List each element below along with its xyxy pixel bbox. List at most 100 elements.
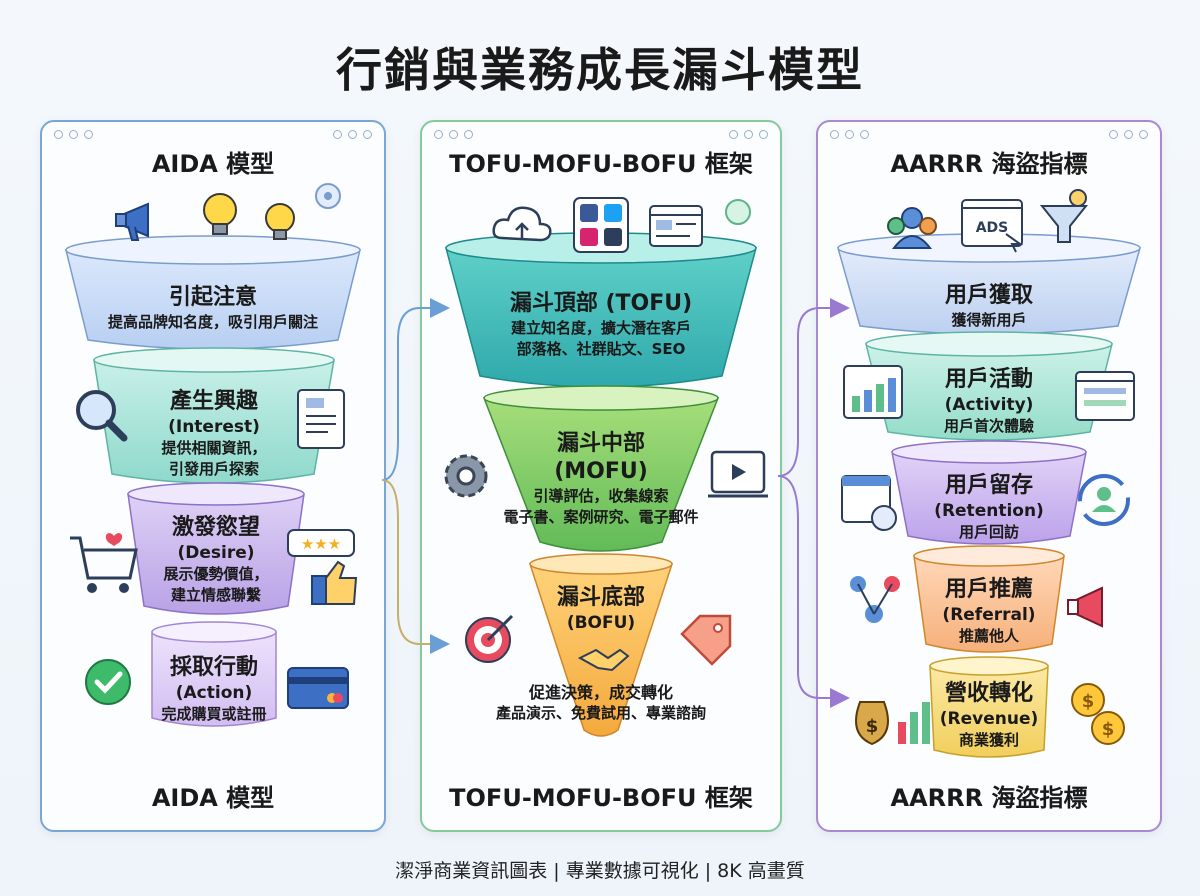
stage-desc: 用戶首次體驗 (943, 417, 1034, 435)
target-icon (465, 614, 514, 663)
svg-text:$: $ (1082, 691, 1095, 712)
stage-title: 用戶活動 (944, 367, 1033, 392)
stage-title: 漏斗底部 (556, 585, 645, 610)
stage-title: 營收轉化 (944, 681, 1033, 706)
price-tag-icon (680, 614, 732, 666)
gold-coins-icon: $ $ (1071, 683, 1125, 745)
stage-desc: 提高品牌知名度，吸引用戶關注 (107, 313, 318, 331)
activity-layer (865, 331, 1113, 441)
credit-card-icon (287, 667, 349, 709)
tmb-panel-title: TOFU-MOFU-BOFU 框架 (449, 150, 753, 178)
stage-desc: 用戶回訪 (958, 523, 1019, 541)
retention-stage: 用戶留存 (Retention) 用戶回訪 (914, 472, 1064, 543)
stage-en: (Interest) (168, 417, 260, 437)
mofu-stage: 漏斗中部 (MOFU) 引導評估，收集線索 電子書、案例研究、電子郵件 (502, 430, 700, 528)
stage-desc: 推薦他人 (958, 627, 1019, 645)
tmb-funnel (444, 197, 768, 737)
activity-stage: 用戶活動 (Activity) 用戶首次體驗 (908, 366, 1070, 437)
aida-stage-desire: 激發慾望 (Desire) 展示優勢價值， 建立情感聯繫 (134, 514, 298, 606)
svg-text:$: $ (866, 716, 879, 737)
stage-desc: 引導評估，收集線索 (533, 487, 669, 505)
refresh-user-icon (1078, 474, 1130, 526)
share-network-icon (850, 576, 900, 623)
stage-desc: 展示優勢價值， (163, 565, 269, 583)
mofu-layer (482, 385, 720, 552)
aida-panel-footer-title: AIDA 模型 (151, 784, 275, 812)
aida-stage-interest: 產生興趣 (Interest) 提供相關資訊， 引發用戶探索 (102, 388, 326, 480)
stage-en: (Action) (175, 683, 253, 703)
checkmark-icon (85, 659, 131, 705)
window-dots (729, 130, 768, 139)
bofu-stage: 漏斗底部 (BOFU) (526, 584, 676, 634)
stage-desc: 完成購買或註冊 (161, 705, 267, 723)
handshake-icon (577, 648, 630, 672)
users-group-icon (887, 207, 937, 249)
referral-stage: 用戶推薦 (Referral) 推薦他人 (918, 576, 1060, 647)
window-dots (333, 130, 372, 139)
stage-title: 產生興趣 (169, 389, 258, 414)
tofu-stage: 漏斗頂部 (TOFU) 建立知名度，擴大潛在客戶 部落格、社群貼文、SEO (472, 290, 730, 360)
stage-desc: 電子書、案例研究、電子郵件 (503, 508, 699, 526)
svg-text:$: $ (1102, 719, 1115, 740)
revenue-layer (929, 656, 1049, 758)
bofu-stage-desc: 促進決策，成交轉化 產品演示、免費試用、專業諮詢 (462, 682, 740, 724)
aarrr-panel-title: AARRR 海盜指標 (890, 150, 1088, 178)
stage-title: 用戶獲取 (944, 283, 1033, 308)
window-dots (434, 130, 473, 139)
browser-icon (649, 205, 703, 247)
acquisition-stage: 用戶獲取 獲得新用戶 (898, 282, 1080, 331)
chat-bubble-icon (725, 199, 751, 225)
retention-layer (891, 440, 1087, 545)
stage-desc: 建立知名度，擴大潛在客戶 (510, 319, 691, 337)
stage-en: (Desire) (177, 543, 255, 563)
video-player-icon (708, 450, 768, 498)
aida-panel: AIDA 模型 (40, 120, 386, 832)
stage-desc: 獲得新用戶 (951, 311, 1027, 329)
document-list-icon (1075, 371, 1135, 421)
chat-bubble-icon (315, 183, 341, 209)
svg-text:★★★: ★★★ (301, 535, 341, 553)
shopping-cart-icon (70, 533, 138, 593)
aarrr-panel-footer-title: AARRR 海盜指標 (890, 784, 1088, 812)
aida-layer-attention (65, 235, 361, 350)
thumbs-up-icon (311, 560, 358, 605)
ads-label: ADS (976, 220, 1009, 236)
tmb-panel-footer-title: TOFU-MOFU-BOFU 框架 (449, 784, 753, 812)
stage-en: (MOFU) (554, 459, 648, 484)
aida-stage-action: 採取行動 (Action) 完成購買或註冊 (144, 654, 284, 725)
stage-title: 用戶推薦 (944, 577, 1033, 602)
megaphone-icon (115, 202, 149, 241)
lightbulb-icon (203, 193, 237, 235)
stage-title: 激發慾望 (171, 515, 260, 540)
stage-title: 漏斗中部 (556, 431, 645, 456)
stage-desc: 引發用戶探索 (168, 460, 259, 478)
stage-desc: 商業獲利 (958, 731, 1019, 749)
window-dots (1109, 130, 1148, 139)
stage-en: (Retention) (934, 501, 1044, 521)
aida-panel-title: AIDA 模型 (151, 150, 275, 178)
document-icon (297, 389, 345, 449)
stage-title: 引起注意 (168, 285, 257, 310)
stage-desc: 提供相關資訊， (161, 439, 267, 457)
aarrr-panel: AARRR 海盜指標 (816, 120, 1162, 832)
stage-desc: 建立情感聯繫 (170, 586, 261, 604)
megaphone-icon (1067, 586, 1103, 628)
page-title: 行銷與業務成長漏斗模型 (336, 43, 864, 97)
aida-layer-interest (93, 347, 335, 484)
aida-layer-action (151, 621, 277, 727)
bar-chart-icon (843, 365, 903, 419)
bofu-layer (528, 553, 674, 737)
aida-stage-attention: 引起注意 提高品牌知名度，吸引用戶關注 (72, 284, 354, 333)
gear-icon (444, 454, 488, 498)
stage-title: 採取行動 (169, 655, 258, 680)
window-dots (830, 130, 869, 139)
aida-layer-desire (127, 482, 305, 615)
stage-en: (Activity) (944, 395, 1034, 415)
magnifier-icon (76, 390, 128, 442)
lightbulb-icon (265, 203, 295, 240)
stage-desc: 促進決策，成交轉化 (528, 683, 673, 702)
stage-title: 用戶留存 (944, 473, 1033, 498)
calendar-icon (841, 475, 897, 531)
ads-browser-icon: ADS (961, 199, 1024, 253)
social-media-icon (573, 197, 629, 253)
